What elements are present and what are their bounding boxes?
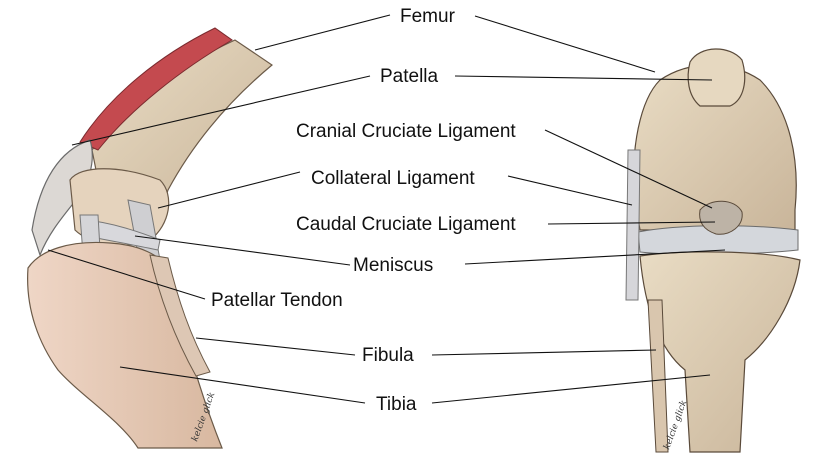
label-femur: Femur xyxy=(400,7,455,26)
leader-collateral-left xyxy=(158,172,300,208)
anterior-collateral-ligament xyxy=(626,150,640,300)
label-tibia: Tibia xyxy=(376,395,416,414)
label-patella: Patella xyxy=(380,67,438,86)
leader-fibula-right xyxy=(432,350,656,355)
label-fibula: Fibula xyxy=(362,346,414,365)
label-patellar-tendon: Patellar Tendon xyxy=(211,291,343,310)
leader-femur-right xyxy=(475,16,655,72)
leader-fibula-left xyxy=(196,338,355,355)
label-collateral-ligament: Collateral Ligament xyxy=(311,169,475,188)
leader-tibia-right xyxy=(432,375,710,403)
label-cranial-cruciate-ligament: Cranial Cruciate Ligament xyxy=(296,122,516,141)
label-caudal-cruciate-ligament: Caudal Cruciate Ligament xyxy=(296,215,516,234)
leader-femur-left xyxy=(255,15,390,50)
label-meniscus: Meniscus xyxy=(353,256,433,275)
leader-collateral-right xyxy=(508,176,632,205)
anterior-patella xyxy=(688,49,745,106)
